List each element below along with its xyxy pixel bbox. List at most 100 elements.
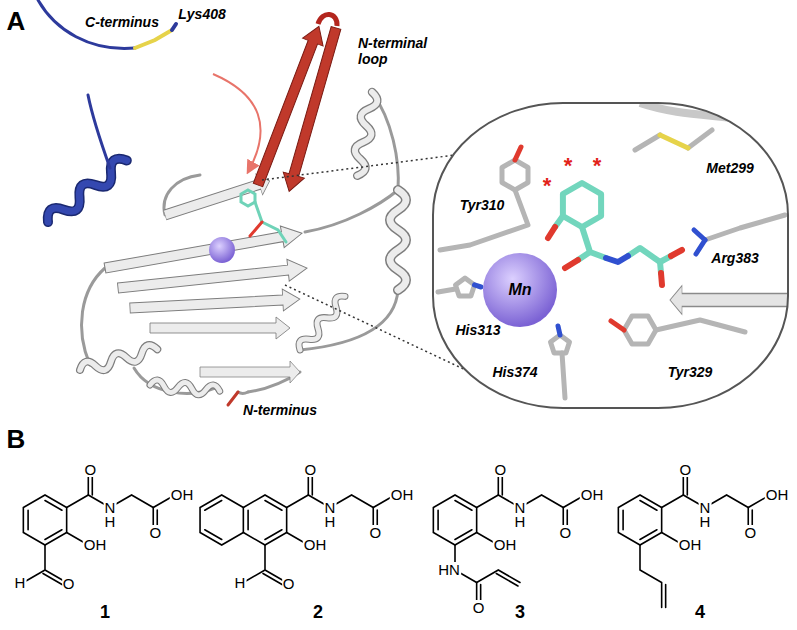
atom-label: OH: [83, 537, 108, 552]
atom-label: H: [14, 575, 27, 590]
residue-label: Tyr310: [460, 197, 505, 213]
label-anchor: 1: [100, 602, 110, 623]
atom-label: O: [148, 525, 162, 540]
atom-label: O: [303, 462, 317, 477]
label-anchor: OH: [493, 537, 518, 553]
atom-label: OH: [678, 537, 703, 552]
atom-label: OH: [580, 487, 605, 502]
manganese-sphere: [483, 253, 557, 327]
compound-structure: [23, 470, 175, 586]
atom-label: O: [282, 576, 296, 591]
label-anchor: H: [14, 575, 27, 591]
label-anchor: O: [558, 525, 572, 541]
residue-label: His313: [455, 322, 500, 338]
label-anchor: *: [543, 173, 552, 198]
compound-structure: [433, 470, 585, 608]
label-anchor: H: [514, 514, 527, 530]
label-anchor: O: [743, 525, 757, 541]
label-anchor: N-terminal loop: [358, 35, 438, 68]
label-anchor: O: [472, 600, 486, 616]
c-terminal-segment: [38, 0, 176, 228]
label-anchor: 2: [313, 602, 323, 623]
atom-label: H: [324, 514, 337, 529]
compound-number: 3: [515, 602, 525, 623]
inset-outline: [433, 103, 788, 408]
compound-structure: [200, 470, 395, 586]
asterisk-mark: *: [564, 153, 573, 178]
n-terminal-loop: [248, 14, 347, 194]
inset-background: [433, 103, 788, 408]
atom-label: OH: [170, 487, 195, 502]
label-anchor: OH: [390, 487, 415, 503]
motion-arrow: [213, 74, 261, 172]
label-anchor: Lys408: [178, 5, 225, 23]
label-anchor: O: [303, 462, 317, 478]
structure-label: C-terminus: [85, 14, 159, 30]
active-site-inset: [438, 103, 788, 398]
metal-label: Mn: [508, 281, 531, 299]
structure-label: N-terminal loop: [358, 35, 438, 67]
label-anchor: OH: [580, 487, 605, 503]
label-anchor: 3: [515, 602, 525, 623]
atom-label: N: [514, 500, 527, 515]
label-anchor: O: [678, 462, 692, 478]
n-terminus-stick: [228, 392, 238, 405]
label-anchor: O: [368, 525, 382, 541]
atom-label: HN: [437, 562, 461, 577]
label-anchor: H: [699, 514, 712, 530]
label-anchor: H: [324, 514, 337, 530]
atom-label: H: [514, 514, 527, 529]
label-anchor: O: [62, 576, 76, 592]
label-anchor: O: [493, 462, 507, 478]
structure-label: Lys408: [178, 6, 225, 22]
atom-label: H: [104, 514, 117, 529]
atom-label: O: [83, 462, 97, 477]
manganese-ion: [209, 237, 235, 263]
residue-label: His374: [492, 364, 537, 380]
label-anchor: O: [83, 462, 97, 478]
label-anchor: Arg383: [711, 249, 758, 267]
label-anchor: OH: [170, 487, 195, 503]
atom-label: OH: [493, 537, 518, 552]
label-anchor: HN: [437, 562, 461, 578]
label-anchor: OH: [765, 487, 790, 503]
label-anchor: Met299: [706, 159, 753, 177]
structure-label: N-terminus: [243, 402, 317, 418]
residue-label: Arg383: [711, 250, 758, 266]
label-anchor: Tyr310: [460, 196, 505, 214]
label-anchor: Tyr329: [668, 363, 713, 381]
label-anchor: His313: [455, 321, 500, 339]
atom-label: O: [472, 600, 486, 615]
asterisk-mark: *: [593, 153, 602, 178]
atom-label: H: [699, 514, 712, 529]
label-anchor: Mn: [508, 281, 531, 299]
atom-label: OH: [765, 487, 790, 502]
atom-label: OH: [303, 537, 328, 552]
atom-label: O: [493, 462, 507, 477]
atom-label: N: [324, 500, 337, 515]
compound-structure: [618, 470, 770, 608]
label-anchor: A: [7, 7, 26, 37]
label-anchor: OH: [83, 537, 108, 553]
atom-label: O: [62, 576, 76, 591]
label-anchor: OH: [678, 537, 703, 553]
bound-ligand: [241, 190, 286, 242]
label-anchor: C-terminus: [85, 13, 159, 31]
label-anchor: N-terminus: [243, 401, 317, 419]
atom-label: N: [699, 500, 712, 515]
label-anchor: O: [282, 576, 296, 592]
atom-label: O: [678, 462, 692, 477]
label-anchor: H: [104, 514, 117, 530]
residue-label: Tyr329: [668, 364, 713, 380]
asterisk-mark: *: [543, 173, 552, 198]
panel-letter: B: [7, 425, 26, 455]
label-anchor: O: [148, 525, 162, 541]
atom-label: N: [104, 500, 117, 515]
label-anchor: *: [593, 153, 602, 178]
compound-number: 1: [100, 602, 110, 623]
label-anchor: OH: [303, 537, 328, 553]
atom-label: H: [234, 575, 247, 590]
label-anchor: *: [564, 153, 573, 178]
